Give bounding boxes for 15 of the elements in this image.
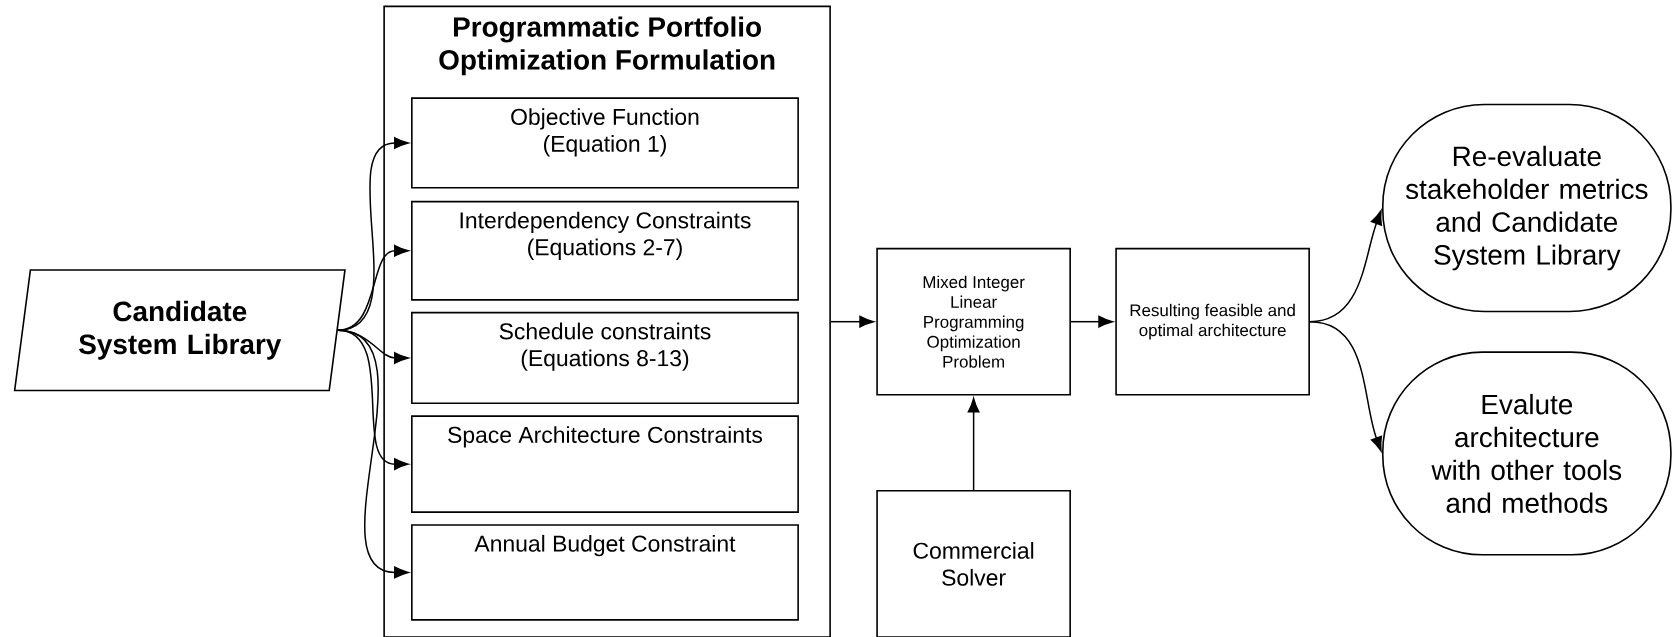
arrow [1309, 320, 1383, 452]
input-parallelogram: Candidate System Library [13, 269, 346, 392]
process-box: Mixed Integer Linear Programming Optimization Problem [876, 247, 1071, 396]
process-box: Interdependency Constraints (Equations 2-7) [411, 200, 799, 301]
arrow [337, 244, 409, 331]
process-box: Objective Function (Equation 1) [411, 97, 799, 189]
arrow [337, 329, 409, 579]
process-box: Annual Budget Constraint [411, 524, 799, 621]
arrow [830, 315, 874, 328]
arrow [1070, 315, 1113, 328]
process-box: Commercial Solver [876, 490, 1071, 637]
arrow [967, 397, 980, 491]
process-box: Schedule constraints (Equations 8-13) [411, 311, 799, 405]
process-box: Resulting feasible and optimal architecture [1115, 247, 1310, 396]
process-box: Space Architecture Constraints [411, 415, 799, 513]
